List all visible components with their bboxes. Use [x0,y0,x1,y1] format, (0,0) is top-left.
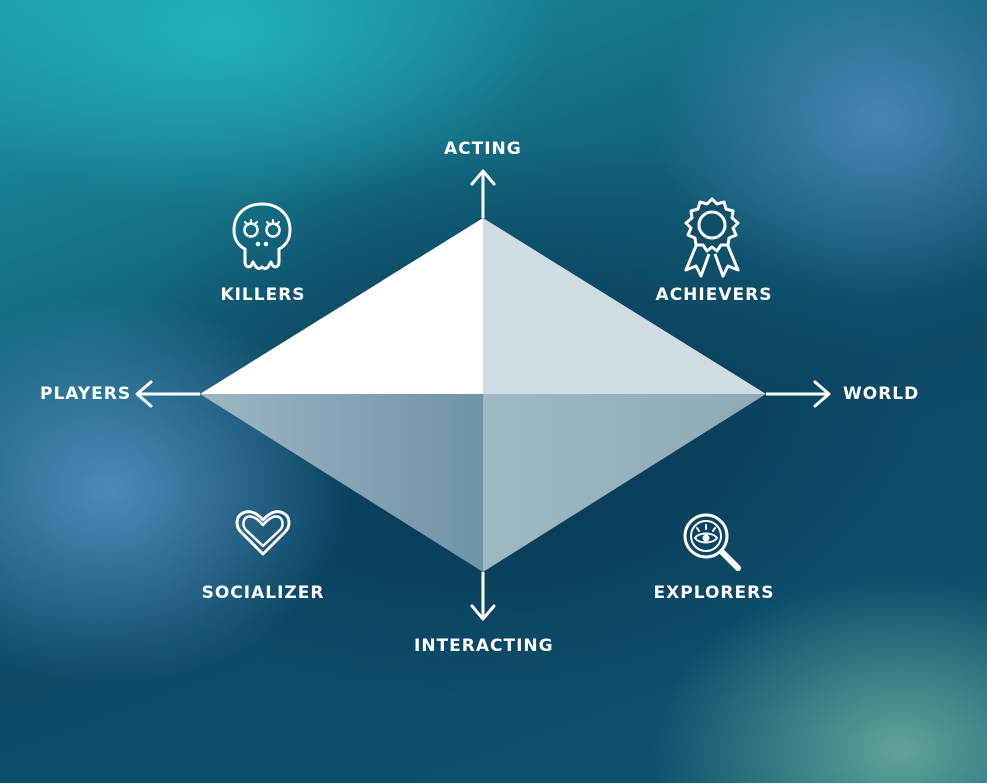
skull-icon [232,202,292,270]
quadrant-label-explorers: EXPLORERS [653,583,775,603]
quadrant-label-socializer: SOCIALIZER [201,583,325,603]
axis-label-right: WORLD [843,384,920,404]
arrow-right-icon [813,380,831,408]
quadrant-label-killers: KILLERS [220,285,306,305]
arrow-down-icon [470,604,496,621]
face-top-right [483,218,766,394]
magnifier-eye-icon [683,513,741,571]
arrow-up-icon [470,169,496,186]
award-badge-icon [684,197,740,278]
face-bottom-left [200,394,483,572]
axis-label-left: PLAYERS [40,384,132,404]
face-bottom-right [483,394,766,572]
axis-label-bottom: INTERACTING [414,636,554,656]
face-top-left [200,218,483,394]
axis-label-top: ACTING [444,139,522,159]
arrow-left-icon [135,380,153,408]
heart-icon [235,510,291,556]
quadrant-label-achievers: ACHIEVERS [655,285,773,305]
